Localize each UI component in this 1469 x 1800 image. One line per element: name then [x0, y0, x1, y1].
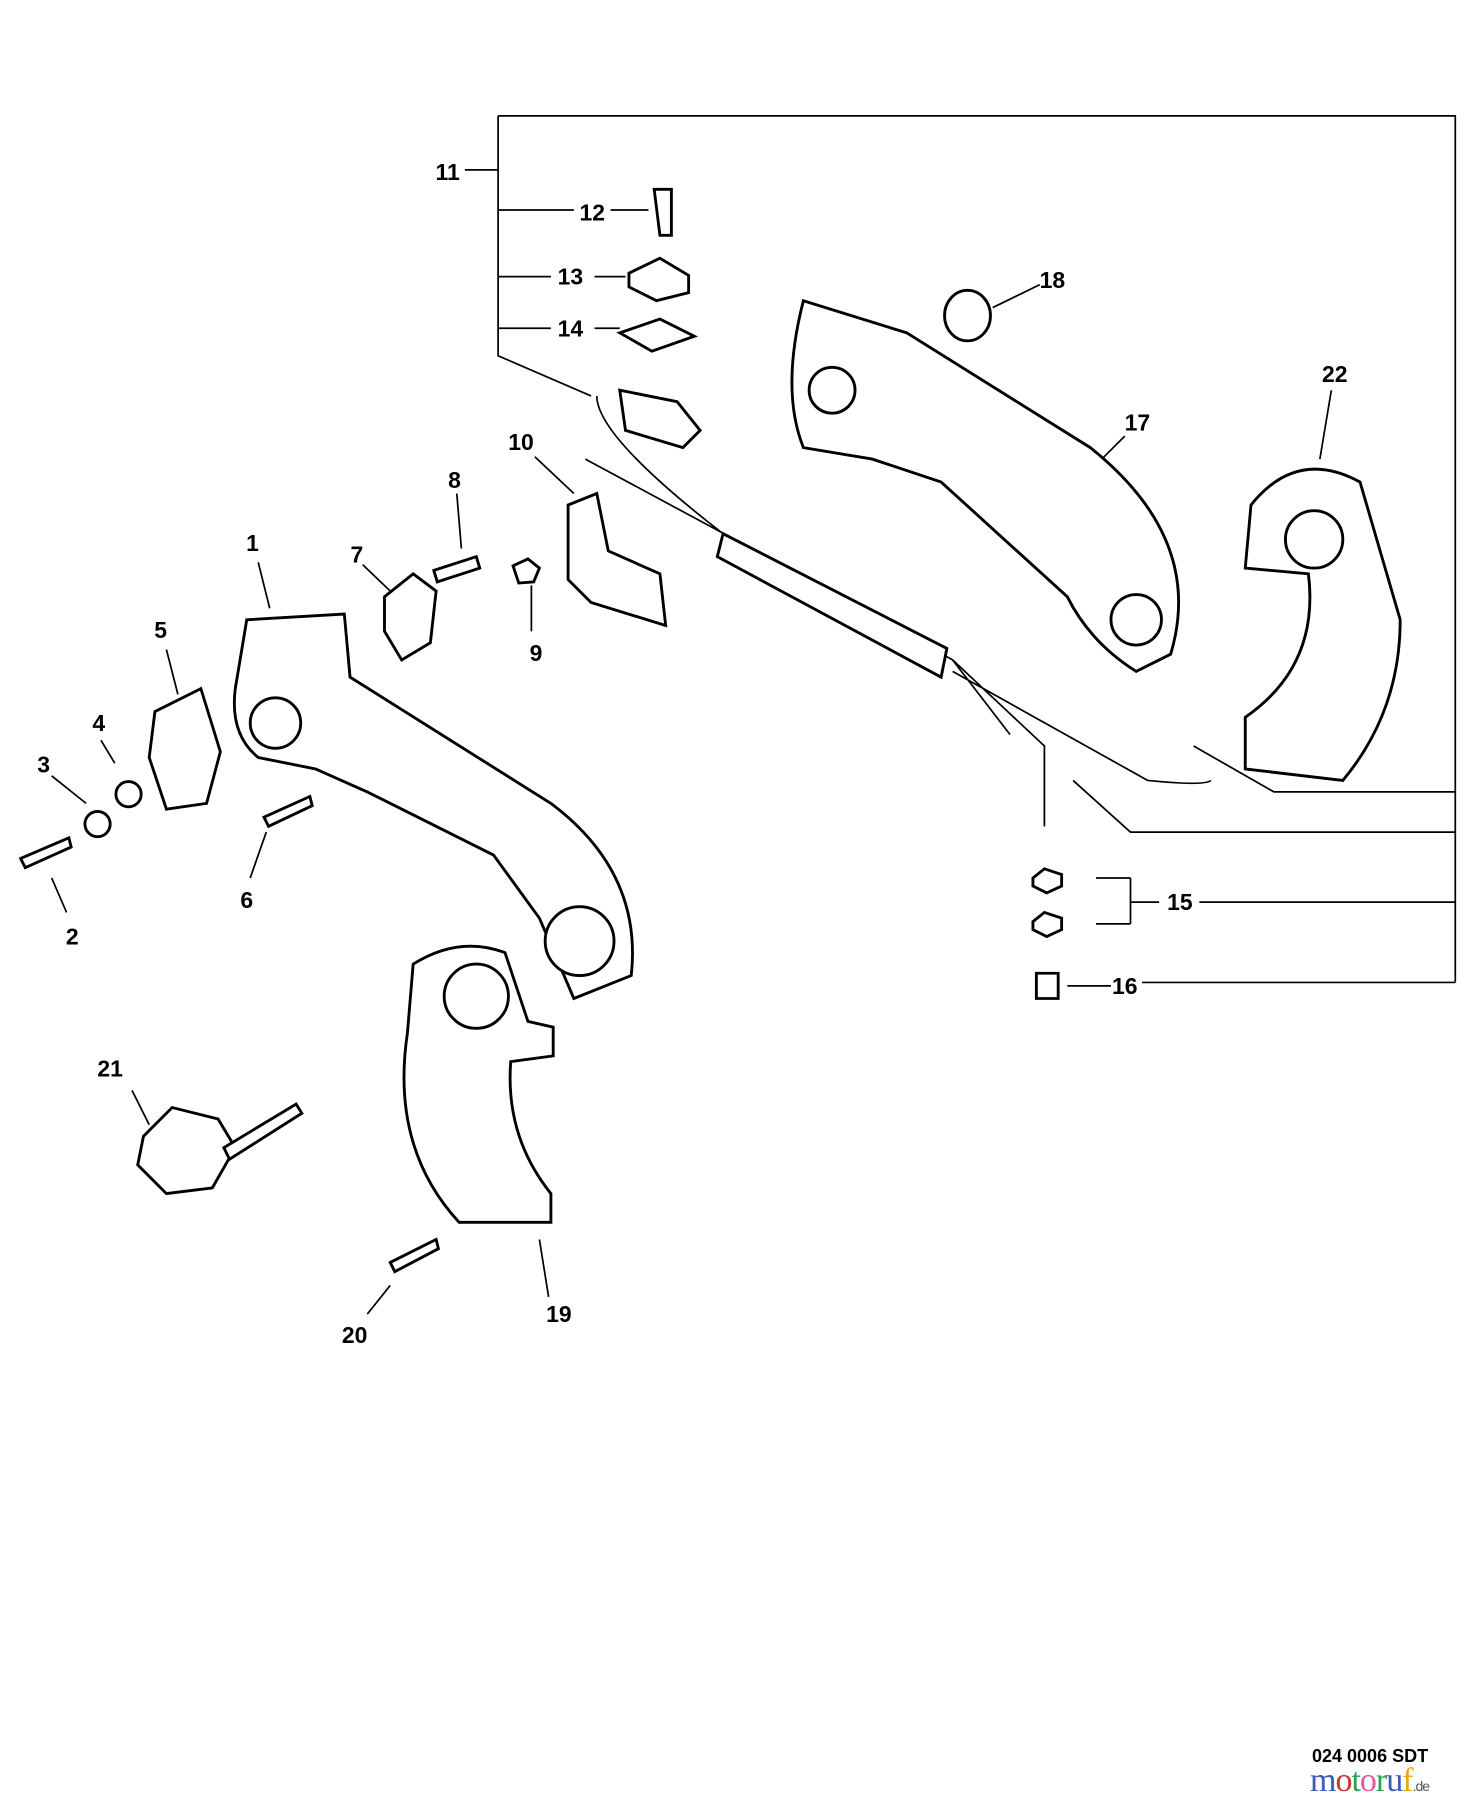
part-10-lever — [566, 491, 668, 628]
callout-9: 9 — [530, 640, 543, 666]
part-19-bracket — [402, 944, 555, 1224]
part-16-sleeve — [1034, 971, 1060, 1000]
callout-18: 18 — [1040, 267, 1066, 293]
watermark-logo: motoruf.de — [1310, 1762, 1430, 1799]
part-2-screw — [18, 835, 73, 870]
callout-2: 2 — [66, 924, 79, 950]
callout-6: 6 — [240, 887, 253, 913]
part-15-nut-b — [1031, 910, 1064, 939]
part-22-gear — [1283, 509, 1345, 570]
part-6-screw — [262, 794, 314, 829]
bracket-11 — [464, 115, 1457, 984]
callout-8: 8 — [448, 467, 461, 493]
callout-5: 5 — [154, 617, 167, 643]
callout-21: 21 — [97, 1056, 123, 1082]
part-21-screw — [221, 1102, 304, 1162]
part-3-washer — [83, 809, 112, 839]
part-13-nut — [627, 256, 691, 303]
part-20-screw — [388, 1237, 441, 1274]
part-21-knob — [136, 1105, 237, 1196]
part-12-screw — [652, 187, 673, 237]
callout-20: 20 — [342, 1322, 368, 1348]
callout-10: 10 — [508, 429, 534, 455]
leader-lines — [50, 209, 1333, 1315]
callout-4: 4 — [92, 710, 105, 736]
part-1-handle — [232, 612, 634, 1001]
part-17-handle-half — [790, 298, 1180, 674]
callout-12: 12 — [579, 199, 605, 225]
callout-3: 3 — [37, 751, 50, 777]
drawing-code: 024 0006 SDT — [1312, 1746, 1429, 1766]
switch-block — [618, 388, 703, 450]
part-18-grommet — [943, 288, 992, 343]
callout-17: 17 — [1125, 409, 1151, 435]
callout-19: 19 — [546, 1301, 572, 1327]
callout-14: 14 — [558, 315, 584, 341]
part-15-nut-a — [1031, 867, 1064, 895]
part-7-plate — [383, 572, 438, 662]
callout-13: 13 — [558, 264, 584, 290]
callout-labels: 1 2 3 4 5 6 7 8 9 10 11 12 13 14 15 16 1… — [37, 159, 1347, 1348]
callout-15: 15 — [1167, 889, 1193, 915]
cable — [584, 395, 1212, 827]
part-8-screw — [432, 554, 482, 584]
part-17-serration — [1109, 593, 1163, 647]
part-22-bracket — [1243, 467, 1402, 782]
callout-1: 1 — [246, 530, 259, 556]
part-17-bore — [807, 365, 857, 415]
part-14-plate — [616, 317, 699, 353]
part-1-serration — [543, 905, 616, 977]
part-19-gear — [442, 962, 510, 1030]
part-4-washer — [114, 780, 143, 809]
part-5-lever — [147, 686, 222, 811]
callout-11: 11 — [435, 159, 459, 185]
part-1-bore — [248, 696, 303, 750]
cable-spring — [715, 531, 949, 680]
callout-16: 16 — [1112, 973, 1138, 999]
callout-22: 22 — [1322, 361, 1348, 387]
part-9-nut — [511, 557, 542, 585]
callout-7: 7 — [351, 541, 364, 567]
